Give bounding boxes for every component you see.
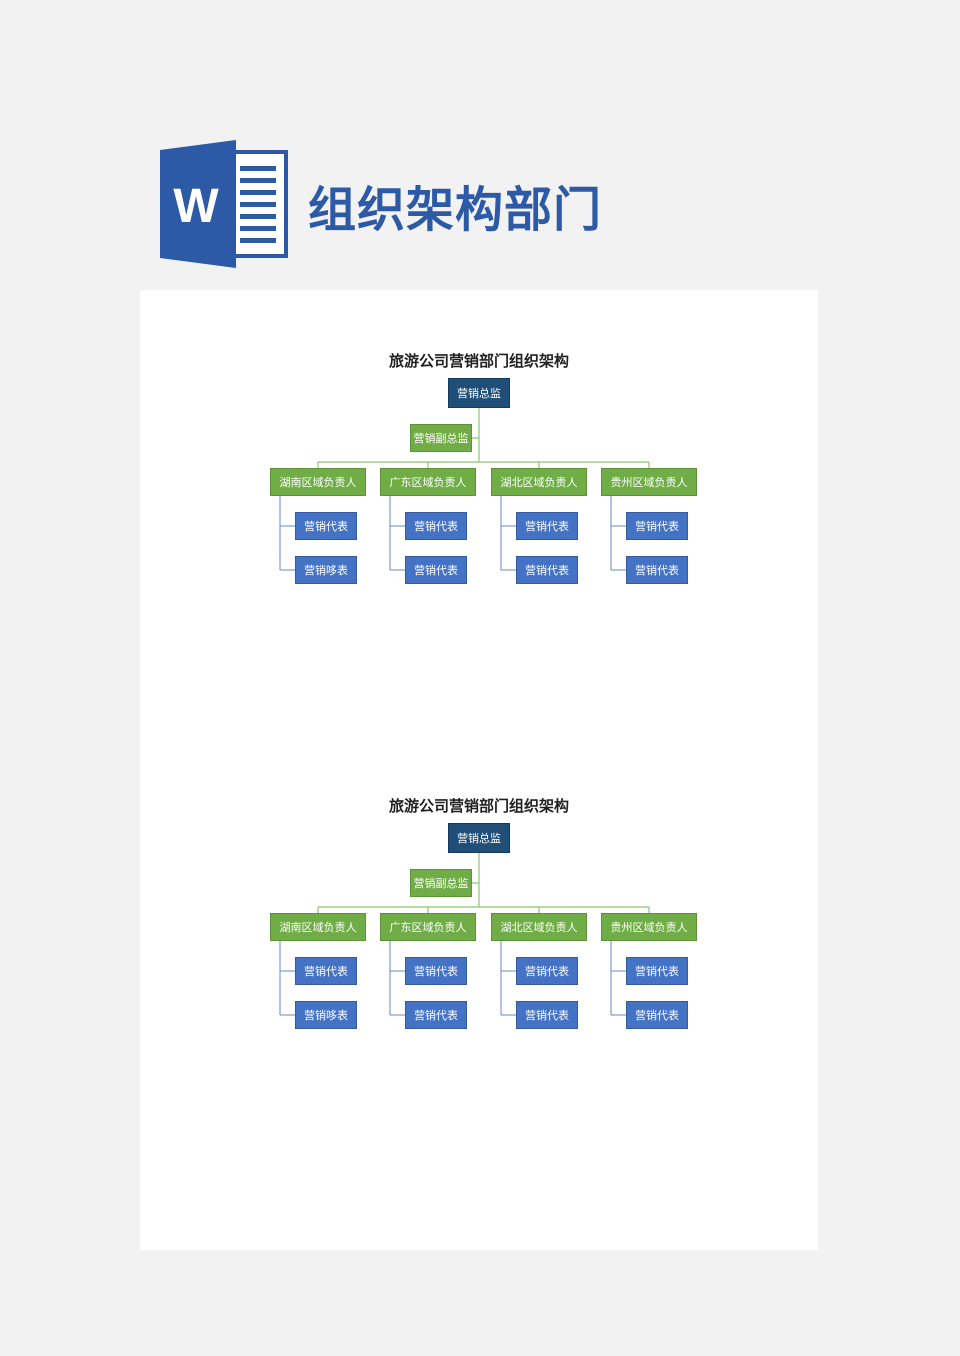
connector-lines	[279, 853, 650, 1016]
rep-box: 营销代表	[516, 556, 578, 584]
region-box: 湖南区域负责人	[270, 468, 366, 496]
region-box: 贵州区域负责人	[601, 468, 697, 496]
rep-box: 营销哆表	[295, 1001, 357, 1029]
page-title: 组织架构部门	[308, 182, 603, 238]
org-chart: 旅游公司营销部门组织架构营销总监营销副总监湖南区域负责人营销代表营销哆表广东区域…	[140, 795, 818, 1055]
region-box: 贵州区域负责人	[601, 913, 697, 941]
deputy-box: 营销副总监	[410, 424, 472, 452]
document-page: 旅游公司营销部门组织架构营销总监营销副总监湖南区域负责人营销代表营销哆表广东区域…	[140, 290, 818, 1250]
rep-box: 营销代表	[516, 1001, 578, 1029]
rep-box: 营销代表	[626, 957, 688, 985]
word-icon: W	[160, 140, 288, 268]
region-box: 广东区域负责人	[380, 913, 476, 941]
rep-box: 营销代表	[626, 512, 688, 540]
rep-box: 营销代表	[405, 957, 467, 985]
connector-lines	[279, 408, 650, 571]
rep-box: 营销代表	[516, 957, 578, 985]
deputy-box: 营销副总监	[410, 869, 472, 897]
rep-box: 营销代表	[295, 957, 357, 985]
header: W 组织架构部门	[0, 0, 960, 290]
region-box: 湖南区域负责人	[270, 913, 366, 941]
region-box: 湖北区域负责人	[491, 468, 587, 496]
rep-box: 营销哆表	[295, 556, 357, 584]
rep-box: 营销代表	[295, 512, 357, 540]
org-chart-title: 旅游公司营销部门组织架构	[388, 352, 569, 370]
rep-box: 营销代表	[405, 1001, 467, 1029]
word-logo-letter: W	[173, 180, 219, 233]
region-box: 湖北区域负责人	[491, 913, 587, 941]
director-box: 营销总监	[448, 823, 510, 853]
director-box: 营销总监	[448, 378, 510, 408]
rep-box: 营销代表	[626, 1001, 688, 1029]
region-box: 广东区域负责人	[380, 468, 476, 496]
org-chart: 旅游公司营销部门组织架构营销总监营销副总监湖南区域负责人营销代表营销哆表广东区域…	[140, 350, 818, 610]
rep-box: 营销代表	[516, 512, 578, 540]
org-chart-title: 旅游公司营销部门组织架构	[388, 797, 569, 815]
rep-box: 营销代表	[626, 556, 688, 584]
rep-box: 营销代表	[405, 556, 467, 584]
rep-box: 营销代表	[405, 512, 467, 540]
